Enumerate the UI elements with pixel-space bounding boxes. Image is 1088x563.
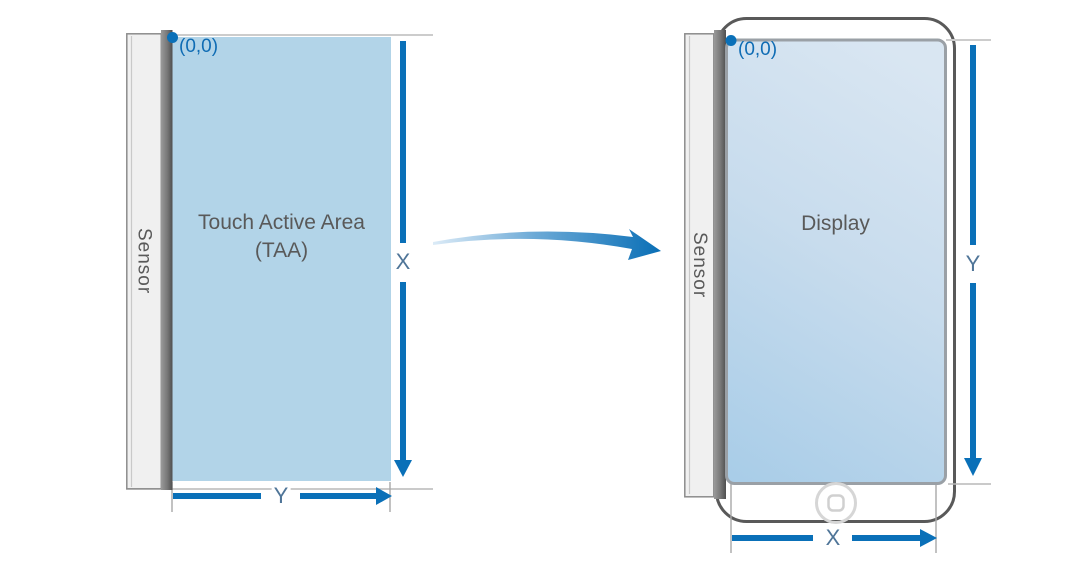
display-label-box: Display [726,40,945,484]
taa-x-axis-label: X [393,249,413,275]
mapping-arrow [433,229,661,260]
display-label: Display [801,211,870,235]
taa-label-line1: Touch Active Area [198,210,365,234]
display-x-arrowhead [920,529,937,547]
taa-y-axis-label: Y [271,483,291,509]
display-y-axis-label: Y [963,251,983,277]
right-sensor-strip-label-box: Sensor [684,34,714,496]
taa-origin-label: (0,0) [179,36,219,57]
taa-origin-dot [167,32,178,43]
display-extension-lines [730,39,991,553]
touch-active-area-rect [172,37,391,481]
display-origin-dot [725,35,737,46]
display-y-arrowhead [964,458,982,476]
taa-label-line2: (TAA) [254,239,309,262]
left-sensor-label: Sensor [133,228,155,295]
left-sensor-strip-label-box: Sensor [126,34,161,489]
touch-active-area-label-box: Touch Active Area (TAA) [172,37,391,481]
display-origin-label: (0,0) [738,39,778,60]
taa-x-arrowhead [394,460,412,477]
right-sensor-strip [684,30,726,499]
taa-y-arrowhead [376,487,392,505]
display-x-axis-label: X [823,525,843,551]
left-sensor-strip [126,30,173,490]
right-sensor-label: Sensor [689,231,710,299]
home-button[interactable] [815,482,857,524]
